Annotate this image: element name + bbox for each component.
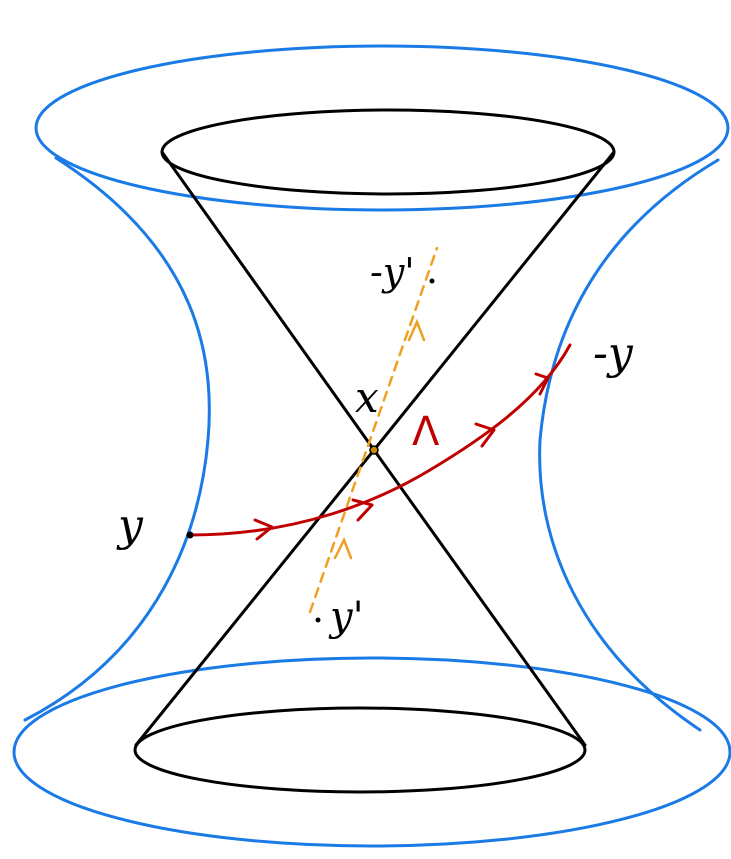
light-cone: [133, 108, 616, 794]
label-lambda: Λ: [412, 409, 440, 455]
cone-edge-bottom-right: [372, 448, 587, 747]
hyperboloid-bottom-rim: [12, 656, 731, 848]
cone-top-ellipse: [160, 108, 616, 196]
point-x: [369, 445, 379, 455]
geodesic-arrow-1: [253, 518, 274, 541]
cone-bottom-ellipse: [133, 706, 587, 794]
point-minus-y-prime: [429, 278, 435, 284]
hyperboloid: [12, 44, 731, 848]
cone-edge-top-right: [372, 150, 616, 452]
label-y-prime: y': [328, 594, 364, 640]
point-y: [186, 531, 194, 539]
point-y-prime: [315, 617, 321, 623]
geodesic-path: [188, 343, 572, 537]
geodesic-curve: [188, 343, 572, 541]
dashed-arrow-upper: [407, 318, 426, 342]
dashed-arrow-lower: [333, 536, 353, 560]
label-x: x: [355, 373, 379, 422]
geodesic-arrow-3: [474, 422, 496, 448]
label-y: y: [116, 500, 144, 551]
geodesic-arrow-4: [534, 372, 550, 396]
hyperboloid-top-rim: [34, 44, 730, 212]
cone-edge-top-left: [160, 150, 376, 452]
label-minus-y-right: -y: [593, 328, 634, 379]
geodesic-arrow-2: [351, 498, 374, 522]
hyperboloid-right-profile: [538, 158, 720, 732]
dashed-path-line: [308, 246, 439, 614]
label-minus-y-prime: -y': [370, 250, 415, 294]
hyperboloid-left-profile: [23, 156, 211, 722]
cone-edge-bottom-left: [134, 448, 376, 747]
dashed-path: [308, 246, 439, 614]
